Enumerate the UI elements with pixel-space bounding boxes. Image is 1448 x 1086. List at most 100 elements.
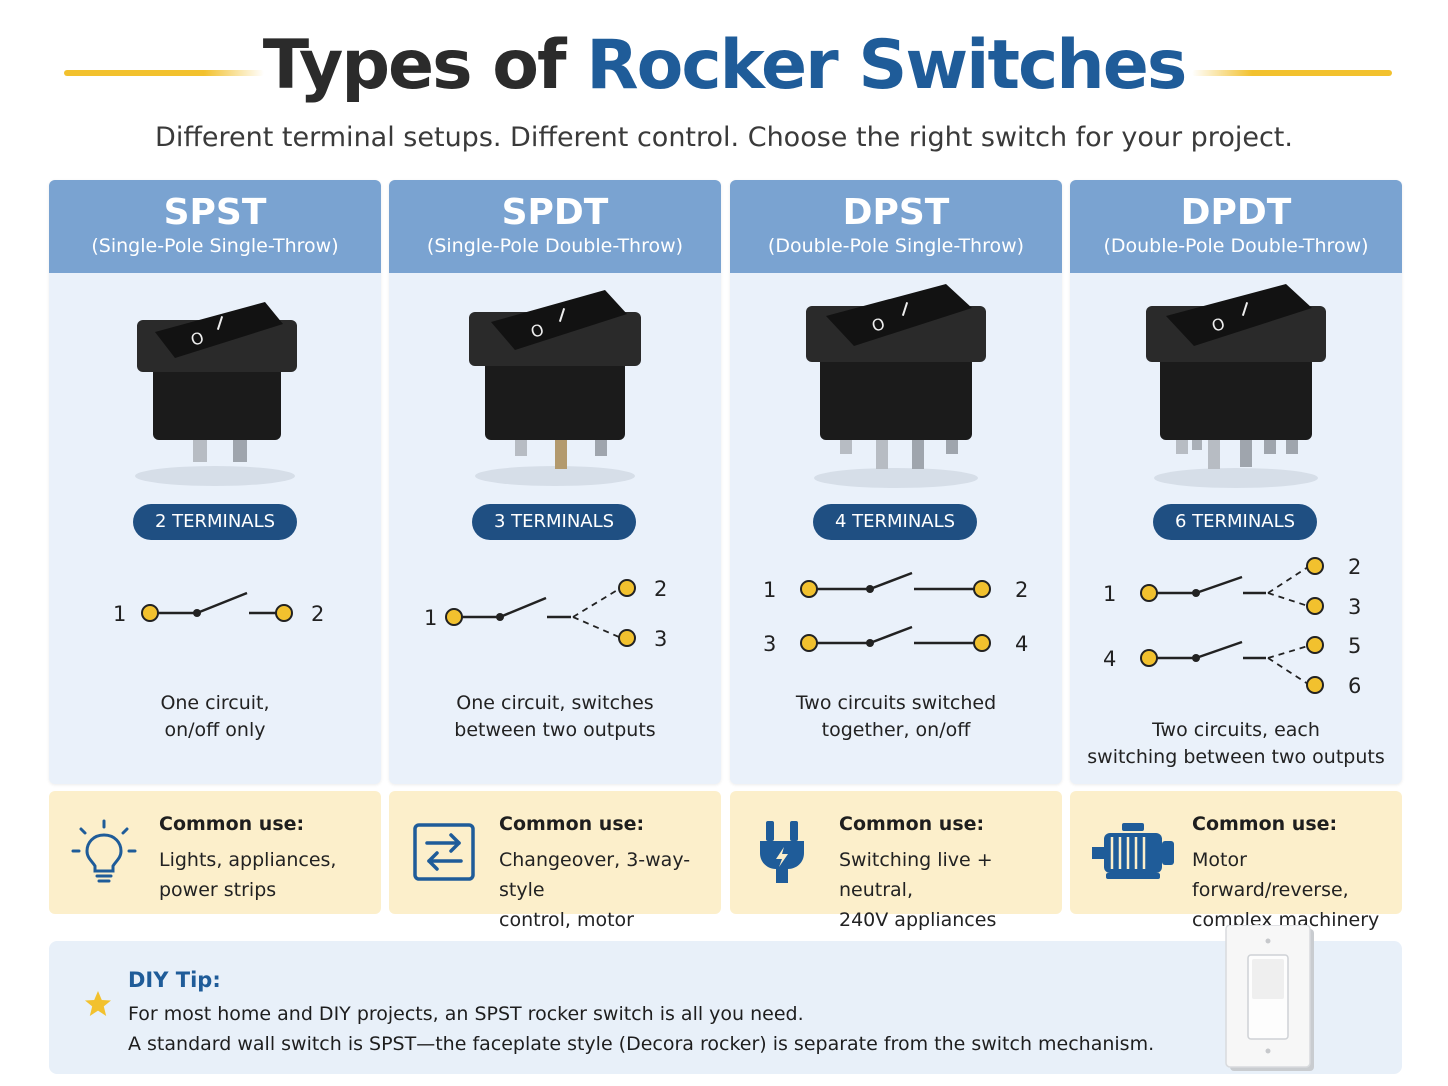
svg-text:O: O [188, 328, 206, 350]
desc-line: Two circuits switched [795, 692, 997, 714]
card-name: DPST [842, 192, 950, 233]
terminal-1 [1140, 584, 1158, 602]
card-description: Two circuits, each switching between two… [1070, 717, 1402, 771]
terminal-label-1: 1 [763, 578, 776, 602]
terminal-5 [1306, 636, 1324, 654]
terminal-label-1: 1 [1103, 582, 1116, 606]
card-spdt: SPDT (Single-Pole Double-Throw) O 3 TERM… [389, 180, 721, 784]
card-name: DPDT [1180, 192, 1292, 233]
terminal-label-4: 4 [1015, 632, 1028, 656]
switch-lever [1195, 575, 1243, 595]
plug-icon [760, 821, 804, 883]
desc-line: One circuit, switches [456, 692, 654, 714]
desc-line: together, on/off [821, 719, 971, 741]
use-line: Motor forward/reverse, [1192, 849, 1349, 901]
terminal-1 [445, 608, 463, 626]
switch-lever [869, 625, 913, 645]
star-icon [85, 991, 111, 1016]
common-use-label: Common use: [1192, 813, 1338, 835]
rocker-switch-3pin-image: O [469, 290, 641, 486]
terminal-label-6: 6 [1348, 674, 1361, 698]
terminal-3 [1306, 597, 1324, 615]
common-use-spst: Common use: Lights, appliances, power st… [49, 791, 381, 914]
terminal-3 [618, 629, 636, 647]
card-header: SPST (Single-Pole Single-Throw) [49, 180, 381, 273]
tip-text-line2: A standard wall switch is SPST—the facep… [128, 1033, 1155, 1055]
terminal-label-3: 3 [763, 632, 776, 656]
tip-title: DIY Tip: [128, 968, 221, 992]
terminal-label-5: 5 [1348, 634, 1361, 658]
terminal-1 [800, 580, 818, 598]
spst-schematic: 1 2 [113, 591, 324, 626]
card-header: SPDT (Single-Pole Double-Throw) [389, 180, 721, 273]
page-subtitle: Different terminal setups. Different con… [155, 122, 1293, 153]
card-fullname: (Double-Pole Single-Throw) [767, 235, 1025, 257]
motor-icon [1092, 823, 1174, 879]
title-accent: Rocker Switches [586, 26, 1187, 105]
changeover-icon [413, 823, 475, 881]
terminal-label-2: 2 [311, 602, 324, 626]
spdt-schematic: 1 2 3 [424, 577, 667, 651]
terminal-label-2: 2 [1348, 555, 1361, 579]
common-use-spdt: Common use: Changeover, 3-way-style cont… [389, 791, 721, 961]
desc-line: on/off only [164, 719, 266, 741]
card-description: One circuit, switches between two output… [389, 690, 721, 744]
desc-line: between two outputs [454, 719, 656, 741]
terminal-3 [800, 634, 818, 652]
title-decor-left [64, 70, 264, 76]
use-line: Changeover, 3-way-style [499, 849, 691, 901]
use-line: Switching live + neutral, [839, 849, 993, 901]
card-dpdt: DPDT (Double-Pole Double-Throw) O 6 TERM… [1070, 180, 1402, 784]
card-fullname: (Double-Pole Double-Throw) [1103, 235, 1369, 257]
card-description: One circuit, on/off only [49, 690, 381, 744]
common-use-text: Switching live + neutral, 240V appliance… [839, 845, 1059, 935]
use-line: power strips [159, 879, 277, 901]
terminal-label-2: 2 [654, 577, 667, 601]
dpdt-schematic: 1 2 3 4 5 6 [1103, 555, 1361, 698]
card-spst: SPST (Single-Pole Single-Throw) O 2 TERM… [49, 180, 381, 784]
common-use-text: Motor forward/reverse, complex machinery [1192, 845, 1397, 935]
terminal-label-2: 2 [1015, 578, 1028, 602]
desc-line: One circuit, [160, 692, 270, 714]
wall-switch-image [1225, 925, 1314, 1071]
terminal-count-badge: 3 TERMINALS [472, 504, 636, 540]
use-line: Lights, appliances, [159, 849, 337, 871]
card-fullname: (Single-Pole Single-Throw) [91, 235, 339, 257]
common-use-label: Common use: [499, 813, 645, 835]
rocker-switch-4pin-image: O [806, 284, 986, 488]
switch-lever [196, 591, 248, 615]
common-use-label: Common use: [839, 813, 985, 835]
card-header: DPST (Double-Pole Single-Throw) [730, 180, 1062, 273]
common-use-dpst: Common use: Switching live + neutral, 24… [730, 791, 1062, 931]
card-description: Two circuits switched together, on/off [730, 690, 1062, 744]
card-header: DPDT (Double-Pole Double-Throw) [1070, 180, 1402, 273]
desc-line: Two circuits, each [1152, 719, 1320, 741]
rocker-switch-6pin-image: O [1146, 284, 1326, 488]
svg-text:O: O [528, 320, 546, 342]
common-use-label: Common use: [159, 813, 305, 835]
card-name: SPDT [501, 192, 609, 233]
card-dpst: DPST (Double-Pole Single-Throw) O 4 TERM… [730, 180, 1062, 784]
svg-text:O: O [1209, 314, 1227, 336]
terminal-2 [1306, 557, 1324, 575]
terminal-6 [1306, 676, 1324, 694]
terminal-label-3: 3 [1348, 595, 1361, 619]
terminal-1 [141, 604, 159, 622]
diy-tip-panel: DIY Tip: For most home and DIY projects,… [49, 925, 1402, 1074]
desc-line: switching between two outputs [1087, 746, 1385, 768]
terminal-2 [275, 604, 293, 622]
terminal-count-badge: 2 TERMINALS [133, 504, 297, 540]
switch-lever [869, 571, 913, 591]
svg-text:O: O [869, 314, 887, 336]
dpst-schematic: 1 2 3 4 [763, 571, 1028, 656]
rocker-switch-2pin-image: O [135, 302, 297, 486]
card-fullname: (Single-Pole Double-Throw) [426, 235, 684, 257]
page-title: Types of Rocker Switches [0, 26, 1448, 105]
terminal-label-1: 1 [113, 602, 126, 626]
terminal-4 [1140, 649, 1158, 667]
terminal-count-badge: 6 TERMINALS [1153, 504, 1317, 540]
terminal-2 [973, 580, 991, 598]
title-plain: Types of [262, 26, 567, 105]
switch-lever [1195, 640, 1243, 660]
card-name: SPST [163, 192, 267, 233]
